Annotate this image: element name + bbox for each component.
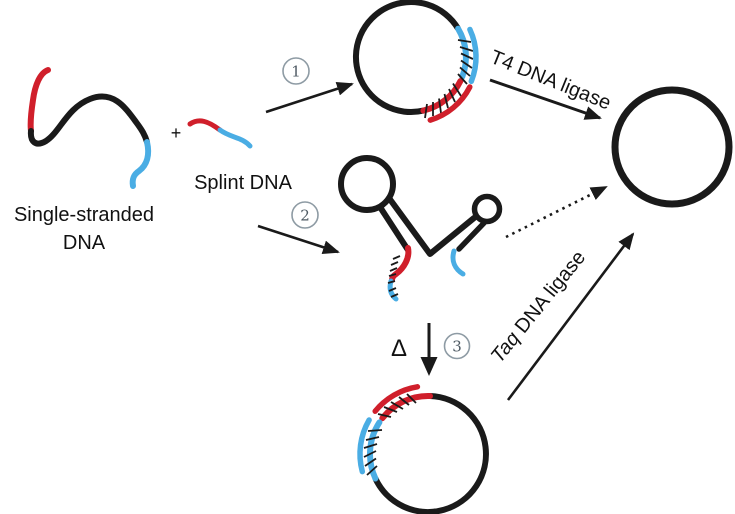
top-circle-black-arc [352, 0, 461, 116]
hairpin-large-loop [338, 155, 396, 213]
ssdna-black-body [27, 93, 150, 147]
ssdna-red-end [27, 67, 51, 134]
hairpin-to-circle-dotted-arrow [505, 185, 608, 239]
step1-badge-circle [282, 57, 310, 85]
splint-red-half [187, 118, 223, 133]
step2-badge-circle [291, 201, 319, 229]
step3-badge-circle [443, 332, 471, 360]
top-splint-red-arc [427, 84, 473, 123]
step2-number: 2 [300, 207, 310, 225]
heat-delta-icon: Δ [391, 335, 407, 362]
t4-ligase-label: T4 DNA ligase [487, 46, 614, 114]
taq-ligase-label: Taq DNA ligase [487, 247, 590, 367]
top-basepair-hatches [424, 39, 474, 119]
step1-arrow-group: 1 [265, 57, 354, 114]
splint-circle-top [352, 0, 479, 123]
hairpin-basepair-hatches [387, 255, 401, 298]
step3-heat-group: Δ 3 [391, 323, 471, 376]
ssdna-blue-end [129, 139, 152, 189]
bottom-circle-blue-segment [367, 419, 383, 482]
plus-sign: + [171, 123, 182, 143]
bottom-splint-red-arc [372, 384, 421, 414]
splint-circle-bottom [357, 384, 489, 514]
hairpin-blue-end [450, 248, 466, 277]
t4-ligase-arrow [489, 78, 602, 120]
hairpin-small-loop [471, 193, 503, 225]
ssdna-molecule [27, 67, 152, 189]
ssdna-label-line2: DNA [63, 232, 106, 254]
step2-arrow [257, 224, 340, 255]
step1-number: 1 [291, 63, 301, 81]
hairpin-structure [338, 155, 503, 302]
top-splint-blue-arc [467, 26, 479, 85]
splint-dna-label: Splint DNA [194, 172, 292, 194]
step3-number: 3 [452, 338, 462, 356]
bottom-splint-blue-arc [357, 417, 372, 475]
splint-dna-molecule [187, 118, 253, 149]
hairpin-small-stem-strand [456, 220, 487, 252]
taq-ligase-label-rest: DNA ligase [507, 247, 590, 342]
step2-arrow-group: 2 [257, 201, 340, 255]
final-circular-dna [611, 86, 733, 208]
hairpin-stem-left-strand [377, 204, 411, 253]
taq-ligase-arrow [506, 232, 635, 401]
ssdna-label-line1: Single-stranded [14, 204, 154, 226]
step1-arrow [265, 81, 354, 114]
top-circle-blue-segment [455, 25, 469, 80]
hairpin-stem-right-strand [386, 195, 477, 257]
bottom-circle-black-arc [372, 393, 489, 514]
bottom-basepair-hatches [363, 393, 417, 476]
splint-blue-half [217, 127, 253, 149]
